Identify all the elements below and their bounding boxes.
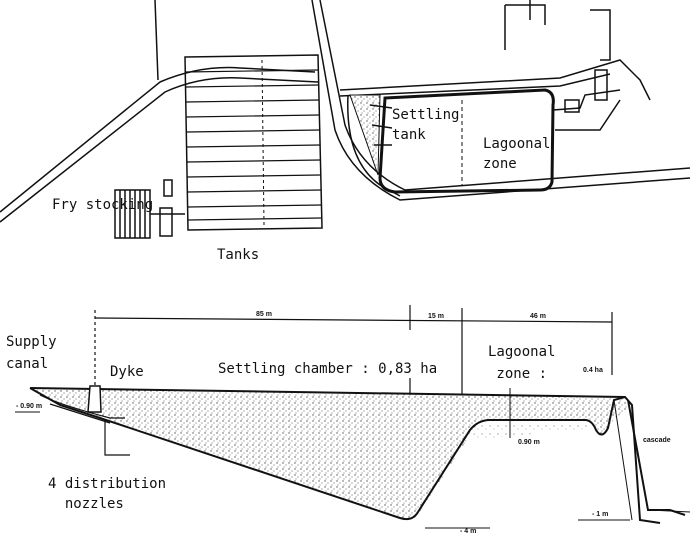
tanks-grid (184, 54, 323, 231)
label-dyke: Dyke (110, 364, 144, 380)
level-settling-bottom: - 4 m (460, 528, 477, 535)
water-body-section (30, 388, 628, 520)
outlet-structures (504, 0, 621, 131)
level-canal: - 0.90 m (16, 403, 43, 410)
label-settling-chamber: Settling chamber : 0,83 ha (218, 361, 438, 377)
road-right (311, 0, 691, 201)
settling-tank-enclosure (347, 88, 555, 197)
label-distribution-nozzles: 4 distribution nozzles (48, 476, 167, 512)
dimension-line (94, 305, 613, 400)
dim-slope-length: 15 m (428, 313, 444, 320)
label-fry-stocking: Fry stocking (52, 197, 154, 213)
fry-stocking-unit (114, 179, 185, 239)
label-lagoon-area: 0.4 ha (583, 367, 603, 374)
label-tanks: Tanks (217, 247, 260, 263)
level-lagoon-depth: 0.90 m (518, 439, 540, 446)
dim-lagoon-length: 46 m (530, 313, 546, 320)
label-cascade: cascade (643, 437, 671, 444)
label-supply-canal: Supply canal (6, 334, 57, 372)
level-outlet: - 1 m (592, 511, 609, 518)
label-lagoonal-zone-section: Lagoonal zone : (488, 344, 556, 382)
label-lagoonal-zone-plan: Lagoonal zone (483, 136, 551, 172)
supply-pipe (39, 394, 130, 456)
dim-settling-length: 85 m (256, 311, 272, 318)
road-left (0, 0, 319, 223)
label-settling-tank: Settling tank (392, 107, 460, 143)
level-markers (15, 388, 691, 529)
dyke (87, 385, 102, 413)
